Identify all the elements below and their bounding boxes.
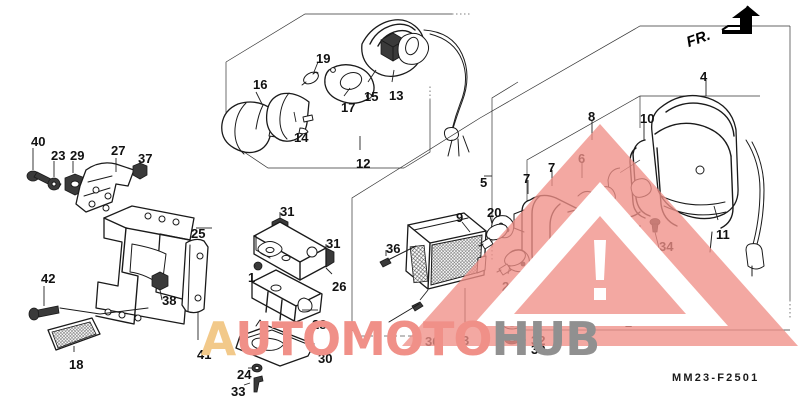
callout-7: 7	[548, 160, 556, 175]
wiring-harness-13	[423, 29, 470, 157]
callout-13: 13	[389, 88, 404, 103]
callout-34: 34	[659, 239, 674, 254]
callout-41: 41	[197, 347, 212, 362]
part-4-taillight-housing	[651, 94, 739, 229]
callout-10: 10	[640, 111, 655, 126]
callout-18: 18	[69, 357, 84, 372]
callout-30: 30	[318, 351, 333, 366]
callout-36: 36	[386, 241, 401, 256]
callout-20: 20	[487, 205, 502, 220]
part-36-bolt-lower	[388, 289, 429, 323]
part-30-lens-cover	[235, 319, 315, 367]
callout-28: 28	[312, 317, 327, 332]
part-13-base	[361, 19, 430, 78]
part-25-main-bracket	[95, 205, 212, 325]
part-39-nut	[504, 335, 520, 345]
callout-40: 40	[31, 134, 46, 149]
callout-38: 38	[162, 293, 177, 308]
part-28-light-body	[251, 269, 323, 325]
part-42-bolt	[28, 286, 60, 321]
callout-31: 31	[280, 204, 295, 219]
callout-12: 12	[356, 156, 371, 171]
part-9-license-lamp	[405, 212, 487, 290]
callout-leaders	[255, 61, 719, 341]
callout-29: 29	[70, 148, 85, 163]
callout-27: 27	[111, 143, 126, 158]
callout-2: 2	[625, 315, 633, 330]
callout-3: 3	[462, 333, 470, 348]
callout-35: 35	[600, 263, 615, 278]
callout-11: 11	[716, 227, 730, 242]
callout-19: 19	[316, 51, 331, 66]
callout-7b: 7	[523, 171, 531, 186]
part-18-reflector	[47, 307, 149, 352]
part-37-nut	[132, 160, 148, 180]
callout-33: 33	[231, 384, 246, 399]
part-41-plate	[181, 238, 209, 340]
callout-6: 6	[578, 151, 586, 166]
callout-22: 22	[532, 309, 547, 324]
callout-42: 42	[41, 271, 56, 286]
part-24-grommet	[248, 363, 263, 373]
callout-5: 5	[480, 175, 488, 190]
part-21-washer	[571, 241, 589, 251]
part-27-bracket	[75, 158, 135, 213]
part-14-housing	[265, 92, 314, 142]
callout-24: 24	[237, 367, 252, 382]
callout-14: 14	[294, 130, 309, 145]
callout-20b: 20	[502, 279, 517, 294]
arrow-up-right-icon	[721, 5, 760, 34]
taillight-wiring	[745, 139, 765, 277]
callout-21: 21	[600, 246, 615, 261]
callout-23: 23	[51, 148, 66, 163]
part-22-grommet	[500, 299, 524, 318]
callout-9: 9	[456, 210, 464, 225]
callout-1: 1	[248, 270, 256, 285]
callout-26: 26	[332, 279, 347, 294]
part-32-washer	[502, 318, 522, 330]
callout-31b: 31	[326, 236, 341, 251]
part-26-bracket	[253, 221, 333, 281]
callout-8: 8	[588, 109, 596, 124]
callout-16: 16	[253, 77, 268, 92]
callout-39: 39	[531, 342, 546, 357]
callout-25: 25	[191, 226, 206, 241]
callout-4: 4	[700, 69, 708, 84]
callout-17: 17	[341, 100, 356, 115]
callout-15: 15	[364, 89, 379, 104]
callout-36b: 36	[425, 334, 440, 349]
part-33-screw	[243, 375, 264, 393]
part-23-washer	[47, 161, 61, 191]
callout-37: 37	[138, 151, 153, 166]
part-19-bulb	[301, 71, 319, 86]
part-17-gasket	[324, 64, 375, 104]
part-38-nut	[151, 271, 169, 301]
diagram-code: MM23-F2501	[672, 372, 760, 384]
